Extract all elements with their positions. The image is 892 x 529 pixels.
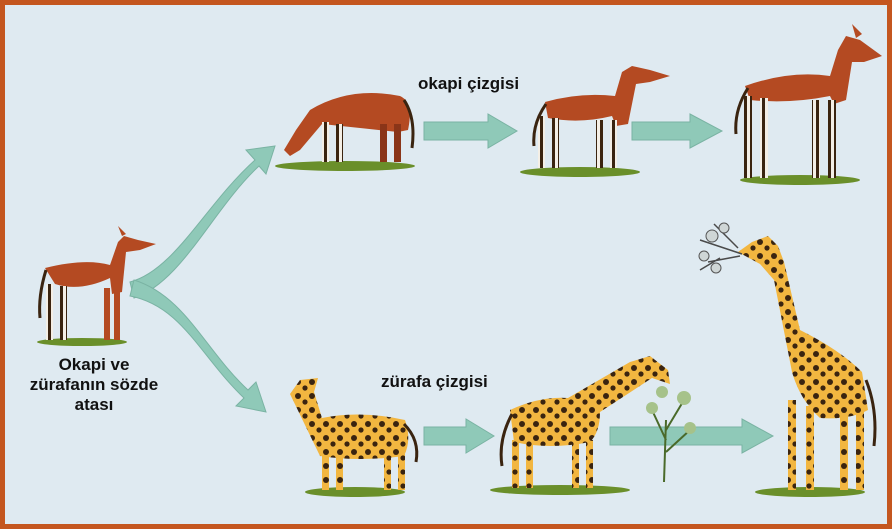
giraffe-line-label: zürafa çizgisi bbox=[381, 372, 488, 392]
ancestor-label: Okapi ve zürafanın sözde atası bbox=[6, 355, 182, 415]
ancestor-label-line-1: Okapi ve bbox=[6, 355, 182, 375]
modern-giraffe-illustration bbox=[699, 223, 875, 497]
branch-arrow-up bbox=[130, 146, 275, 298]
okapi-ancestor-grazing-illustration bbox=[275, 93, 415, 171]
okapi-arrow-2 bbox=[632, 114, 722, 148]
giraffe-ancestor-illustration bbox=[290, 378, 417, 497]
okapi-arrow-1 bbox=[424, 114, 517, 148]
giraffe-intermediate-illustration bbox=[490, 356, 670, 495]
giraffe-arrow-1 bbox=[424, 419, 494, 453]
ancestor-label-line-2: zürafanın sözde bbox=[6, 375, 182, 395]
ancestor-label-line-3: atası bbox=[6, 395, 182, 415]
okapi-line-label: okapi çizgisi bbox=[418, 74, 519, 94]
modern-okapi-illustration bbox=[736, 24, 882, 185]
